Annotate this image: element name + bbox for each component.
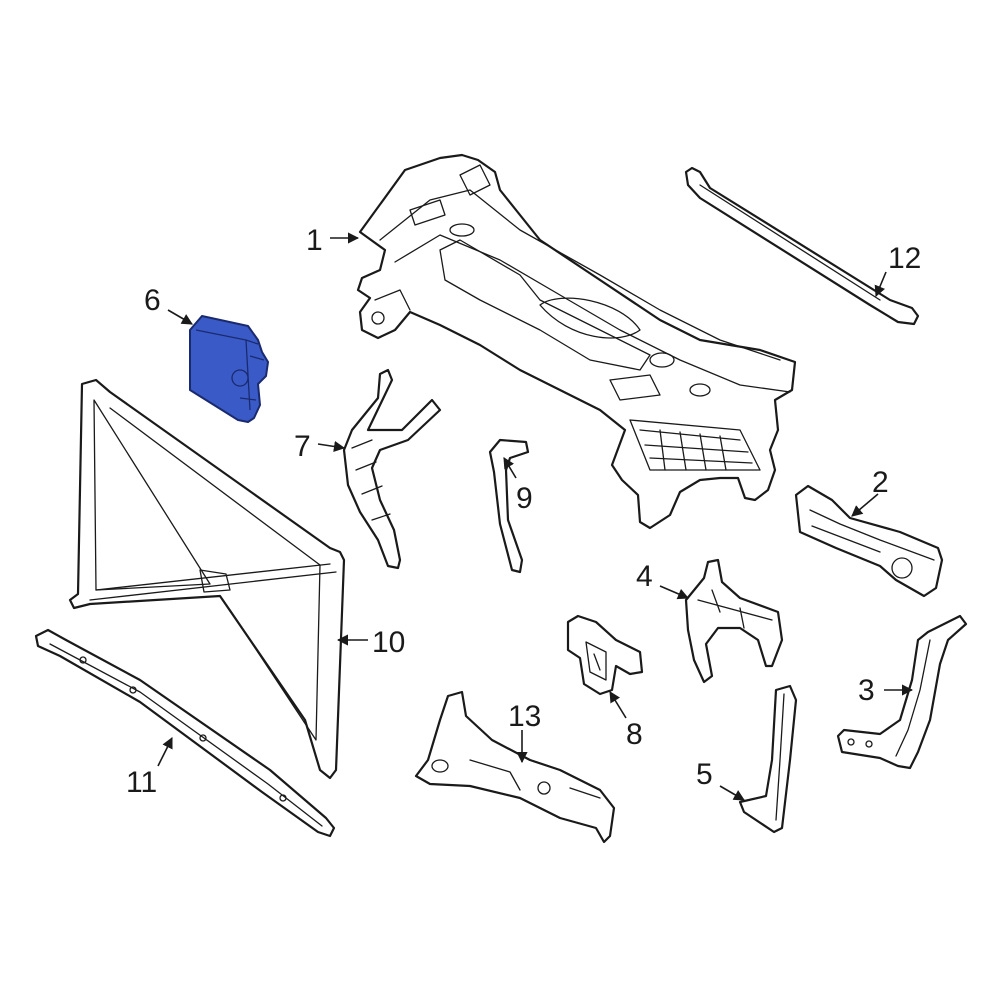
leader-8 [609, 691, 627, 719]
leader-6 [167, 309, 193, 325]
callout-1: 1 [306, 224, 323, 257]
part-12-strip[interactable] [684, 166, 920, 326]
leader-2 [851, 493, 879, 517]
part-11-rail[interactable] [34, 628, 336, 838]
part-9-rod[interactable] [488, 438, 530, 574]
callout-6: 6 [144, 284, 161, 317]
callout-2: 2 [872, 466, 889, 499]
leader-11 [157, 736, 173, 767]
callout-13: 13 [508, 700, 541, 733]
callout-labels: 1 2 3 4 5 6 7 8 9 10 11 12 13 [126, 224, 921, 799]
callout-11: 11 [126, 766, 157, 799]
callout-7: 7 [294, 430, 311, 463]
callout-5: 5 [696, 758, 713, 791]
leader-lines [157, 232, 914, 801]
part-4-bracket[interactable] [684, 558, 784, 684]
part-3-pillar[interactable] [836, 614, 968, 770]
part-7-bracket[interactable] [342, 368, 442, 570]
callout-8: 8 [626, 718, 643, 751]
leader-9 [503, 457, 517, 479]
leader-5 [719, 785, 745, 801]
callout-3: 3 [858, 674, 875, 707]
part-13-lower-bracket[interactable] [414, 690, 616, 844]
callout-10: 10 [372, 626, 405, 659]
leader-4 [659, 585, 690, 600]
part-10-frame[interactable] [68, 378, 346, 780]
part-2-side-member[interactable] [794, 484, 944, 598]
leader-12 [874, 271, 887, 298]
leader-7 [317, 440, 346, 453]
callout-9: 9 [516, 482, 533, 515]
callout-4: 4 [636, 560, 653, 593]
callout-12: 12 [888, 242, 921, 275]
part-8-bracket[interactable] [566, 614, 644, 696]
part-5-strip[interactable] [738, 684, 798, 834]
part-1-dash-panel[interactable] [356, 153, 797, 530]
part-6-control-module[interactable] [189, 315, 269, 423]
